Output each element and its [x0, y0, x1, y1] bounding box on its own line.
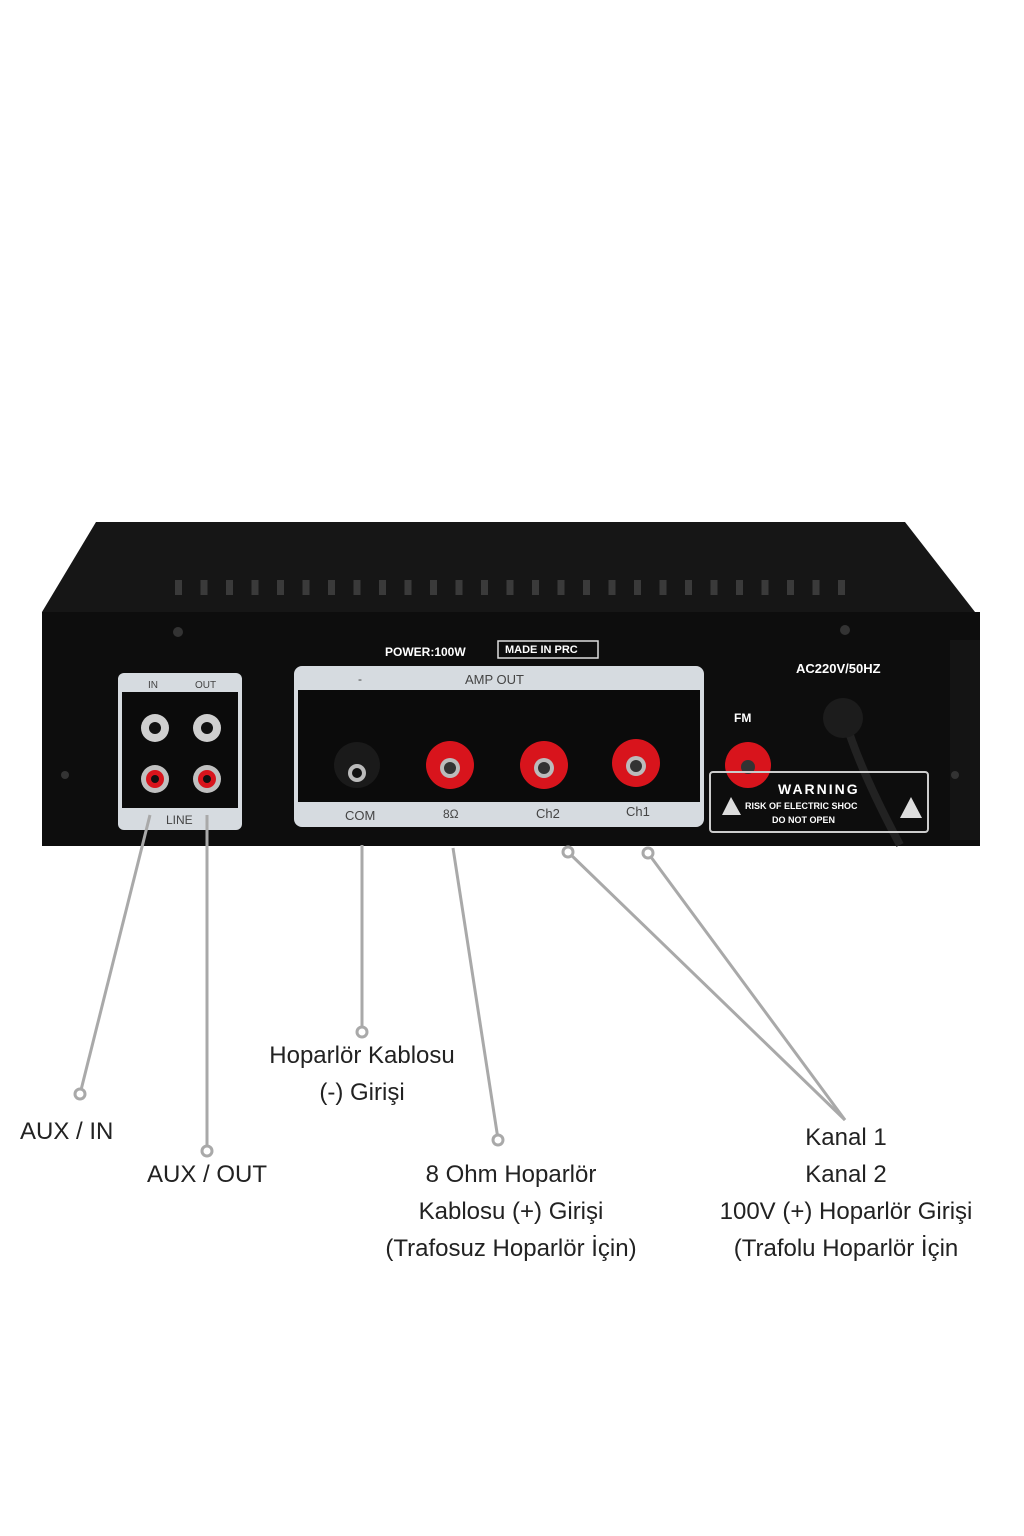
- vent-slot: [761, 580, 769, 595]
- terminal-label-ch2: Ch2: [536, 806, 560, 821]
- vent-slot: [277, 580, 284, 595]
- amp-out-panel: - AMP OUT COM 8Ω Ch2 Ch1: [294, 666, 704, 827]
- vent-slot: [659, 580, 667, 595]
- power-cord: [823, 698, 904, 847]
- line-panel: IN OUT LINE: [118, 673, 242, 830]
- vent-slot: [302, 580, 310, 595]
- line-out-label: OUT: [195, 680, 216, 691]
- terminal-ch2[interactable]: [520, 741, 568, 789]
- line-title: LINE: [166, 813, 193, 827]
- vent-slot: [404, 580, 412, 595]
- callout-aux-in: AUX / IN: [20, 1118, 114, 1145]
- fm-label: FM: [734, 711, 751, 725]
- vent-slot: [379, 580, 386, 595]
- vent-slot: [506, 580, 514, 595]
- callout-aux-out: AUX / OUT: [146, 1161, 268, 1188]
- line-in-label: IN: [148, 680, 158, 691]
- ac-label: AC220V/50HZ: [796, 661, 881, 676]
- vent-slot: [583, 580, 590, 595]
- callout-text: Hoparlör Kablosu: [269, 1042, 455, 1069]
- callout-dot-ch1: [641, 846, 655, 860]
- vent-slot: [328, 580, 335, 595]
- power-label: POWER:100W: [385, 645, 466, 659]
- rca-in-white[interactable]: [141, 714, 169, 742]
- callout-dot-aux-out: [200, 1144, 214, 1158]
- amp-out-title: AMP OUT: [465, 672, 524, 687]
- callout-dot-speaker-minus: [355, 1025, 369, 1039]
- terminal-8ohm[interactable]: [426, 741, 474, 789]
- callout-text: Kanal 1: [805, 1124, 887, 1151]
- vent-slot: [481, 580, 488, 595]
- amp-out-minus: -: [358, 672, 362, 686]
- terminal-ch1[interactable]: [612, 739, 660, 787]
- callout-dot-aux-in: [73, 1087, 87, 1101]
- vent-slot: [838, 580, 845, 595]
- vent-slot: [226, 580, 233, 595]
- vent-slot: [608, 580, 616, 595]
- callout-text: Kablosu (+) Girişi: [418, 1198, 604, 1225]
- vent-slot: [353, 580, 361, 595]
- rca-in-red[interactable]: [141, 765, 169, 793]
- callout-8ohm: 8 Ohm Hoparlör Kablosu (+) Girişi (Trafo…: [385, 1156, 636, 1267]
- terminal-fm[interactable]: [725, 742, 771, 788]
- terminal-label-8ohm: 8Ω: [443, 807, 459, 821]
- callout-text: (-) Girişi: [319, 1079, 405, 1106]
- callout-speaker-minus: Hoparlör Kablosu (-) Girişi: [269, 1037, 454, 1111]
- vent-slot: [557, 580, 565, 595]
- vent-slot: [812, 580, 820, 595]
- vent-slot: [430, 580, 437, 595]
- callout-text: (Trafosuz Hoparlör İçin): [385, 1235, 637, 1262]
- callout-dot-ch2: [561, 845, 575, 859]
- callout-text: (Trafolu Hoparlör İçin: [733, 1235, 959, 1262]
- warning-label: WARNING RISK OF ELECTRIC SHOC DO NOT OPE…: [709, 771, 929, 833]
- warning-title: WARNING: [778, 781, 860, 797]
- callout-lines: [73, 814, 847, 1158]
- vent-slots: [175, 580, 845, 595]
- terminal-label-ch1: Ch1: [626, 804, 650, 819]
- vent-slot: [787, 580, 794, 595]
- made-in-label: MADE IN PRC: [505, 644, 578, 656]
- vent-slot: [200, 580, 208, 595]
- rca-out-white[interactable]: [193, 714, 221, 742]
- callout-text: 8 Ohm Hoparlör: [425, 1161, 597, 1188]
- terminal-com[interactable]: [334, 742, 380, 788]
- warning-line2: DO NOT OPEN: [772, 815, 835, 825]
- warning-line1: RISK OF ELECTRIC SHOC: [745, 801, 858, 811]
- vent-slot: [634, 580, 641, 595]
- callout-dot-8ohm: [491, 1133, 505, 1147]
- vent-slot: [710, 580, 718, 595]
- vent-slot: [685, 580, 692, 595]
- callout-text: Kanal 2: [805, 1161, 887, 1188]
- vent-slot: [455, 580, 463, 595]
- callout-text: 100V (+) Hoparlör Girişi: [719, 1198, 973, 1225]
- vent-slot: [251, 580, 259, 595]
- vent-slot: [532, 580, 539, 595]
- rca-out-red[interactable]: [193, 765, 221, 793]
- terminal-label-com: COM: [345, 808, 375, 823]
- callout-channels: Kanal 1 Kanal 2 100V (+) Hoparlör Girişi…: [720, 1119, 973, 1267]
- vent-slot: [175, 580, 182, 595]
- vent-slot: [736, 580, 743, 595]
